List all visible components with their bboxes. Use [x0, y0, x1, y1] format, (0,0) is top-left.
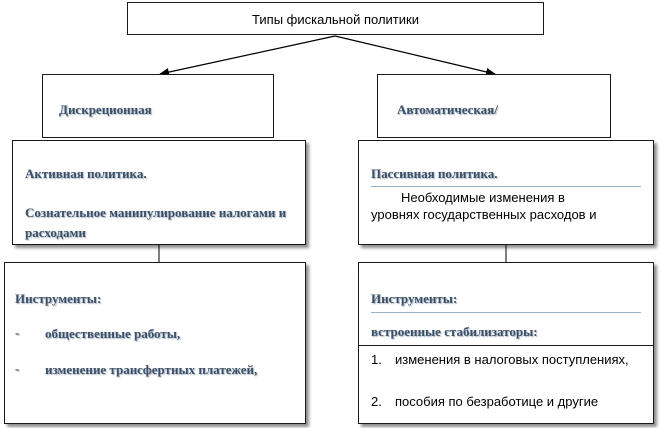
stabilizers-title: встроенные стабилизаторы:	[371, 324, 538, 339]
title-box: Типы фискальной политики	[127, 2, 544, 35]
instruments-right-underline	[371, 312, 641, 313]
active-policy-description: Сознательное манипулирование налогами и …	[25, 205, 287, 240]
arrow-to-automatic	[334, 35, 496, 76]
instruments-left-box: Инструменты: - общественные работы, - из…	[4, 262, 306, 424]
passive-desc-line1: Необходимые изменения в	[401, 190, 565, 205]
passive-policy-underline	[371, 186, 641, 187]
list-item-text: изменение трансфертных платежей,	[45, 362, 258, 377]
automatic-box: Автоматическая/	[377, 74, 611, 138]
discretionary-box: Дискреционная	[42, 74, 274, 138]
list-item-text: общественные работы,	[45, 326, 181, 341]
instruments-left-title: Инструменты:	[15, 291, 102, 306]
instruments-right-title: Инструменты:	[371, 291, 458, 306]
list-item-text: пособия по безработице и другие	[395, 394, 599, 409]
list-marker: -	[15, 325, 20, 340]
passive-policy-box: Пассивная политика. Необходимые изменени…	[358, 140, 654, 245]
passive-policy-description: Необходимые изменения в уровнях государс…	[371, 189, 643, 223]
automatic-label: Автоматическая/	[397, 102, 498, 117]
active-policy-title: Активная политика.	[25, 166, 147, 181]
passive-policy-title: Пассивная политика.	[371, 166, 498, 181]
passive-desc-line2: уровнях государственных расходов и	[371, 207, 597, 222]
list-number: 2.	[371, 394, 382, 409]
list-item-text: изменения в налоговых поступлениях,	[395, 352, 629, 367]
list-number: 1.	[371, 352, 382, 367]
discretionary-label: Дискреционная	[59, 102, 152, 117]
list-marker: -	[15, 361, 20, 376]
stabilizers-divider	[359, 345, 653, 346]
instruments-right-box: Инструменты: встроенные стабилизаторы: 1…	[358, 262, 654, 424]
diagram-title: Типы фискальной политики	[252, 12, 419, 27]
arrow-to-discretionary	[159, 35, 336, 76]
active-policy-box: Активная политика. Сознательное манипули…	[12, 140, 306, 245]
